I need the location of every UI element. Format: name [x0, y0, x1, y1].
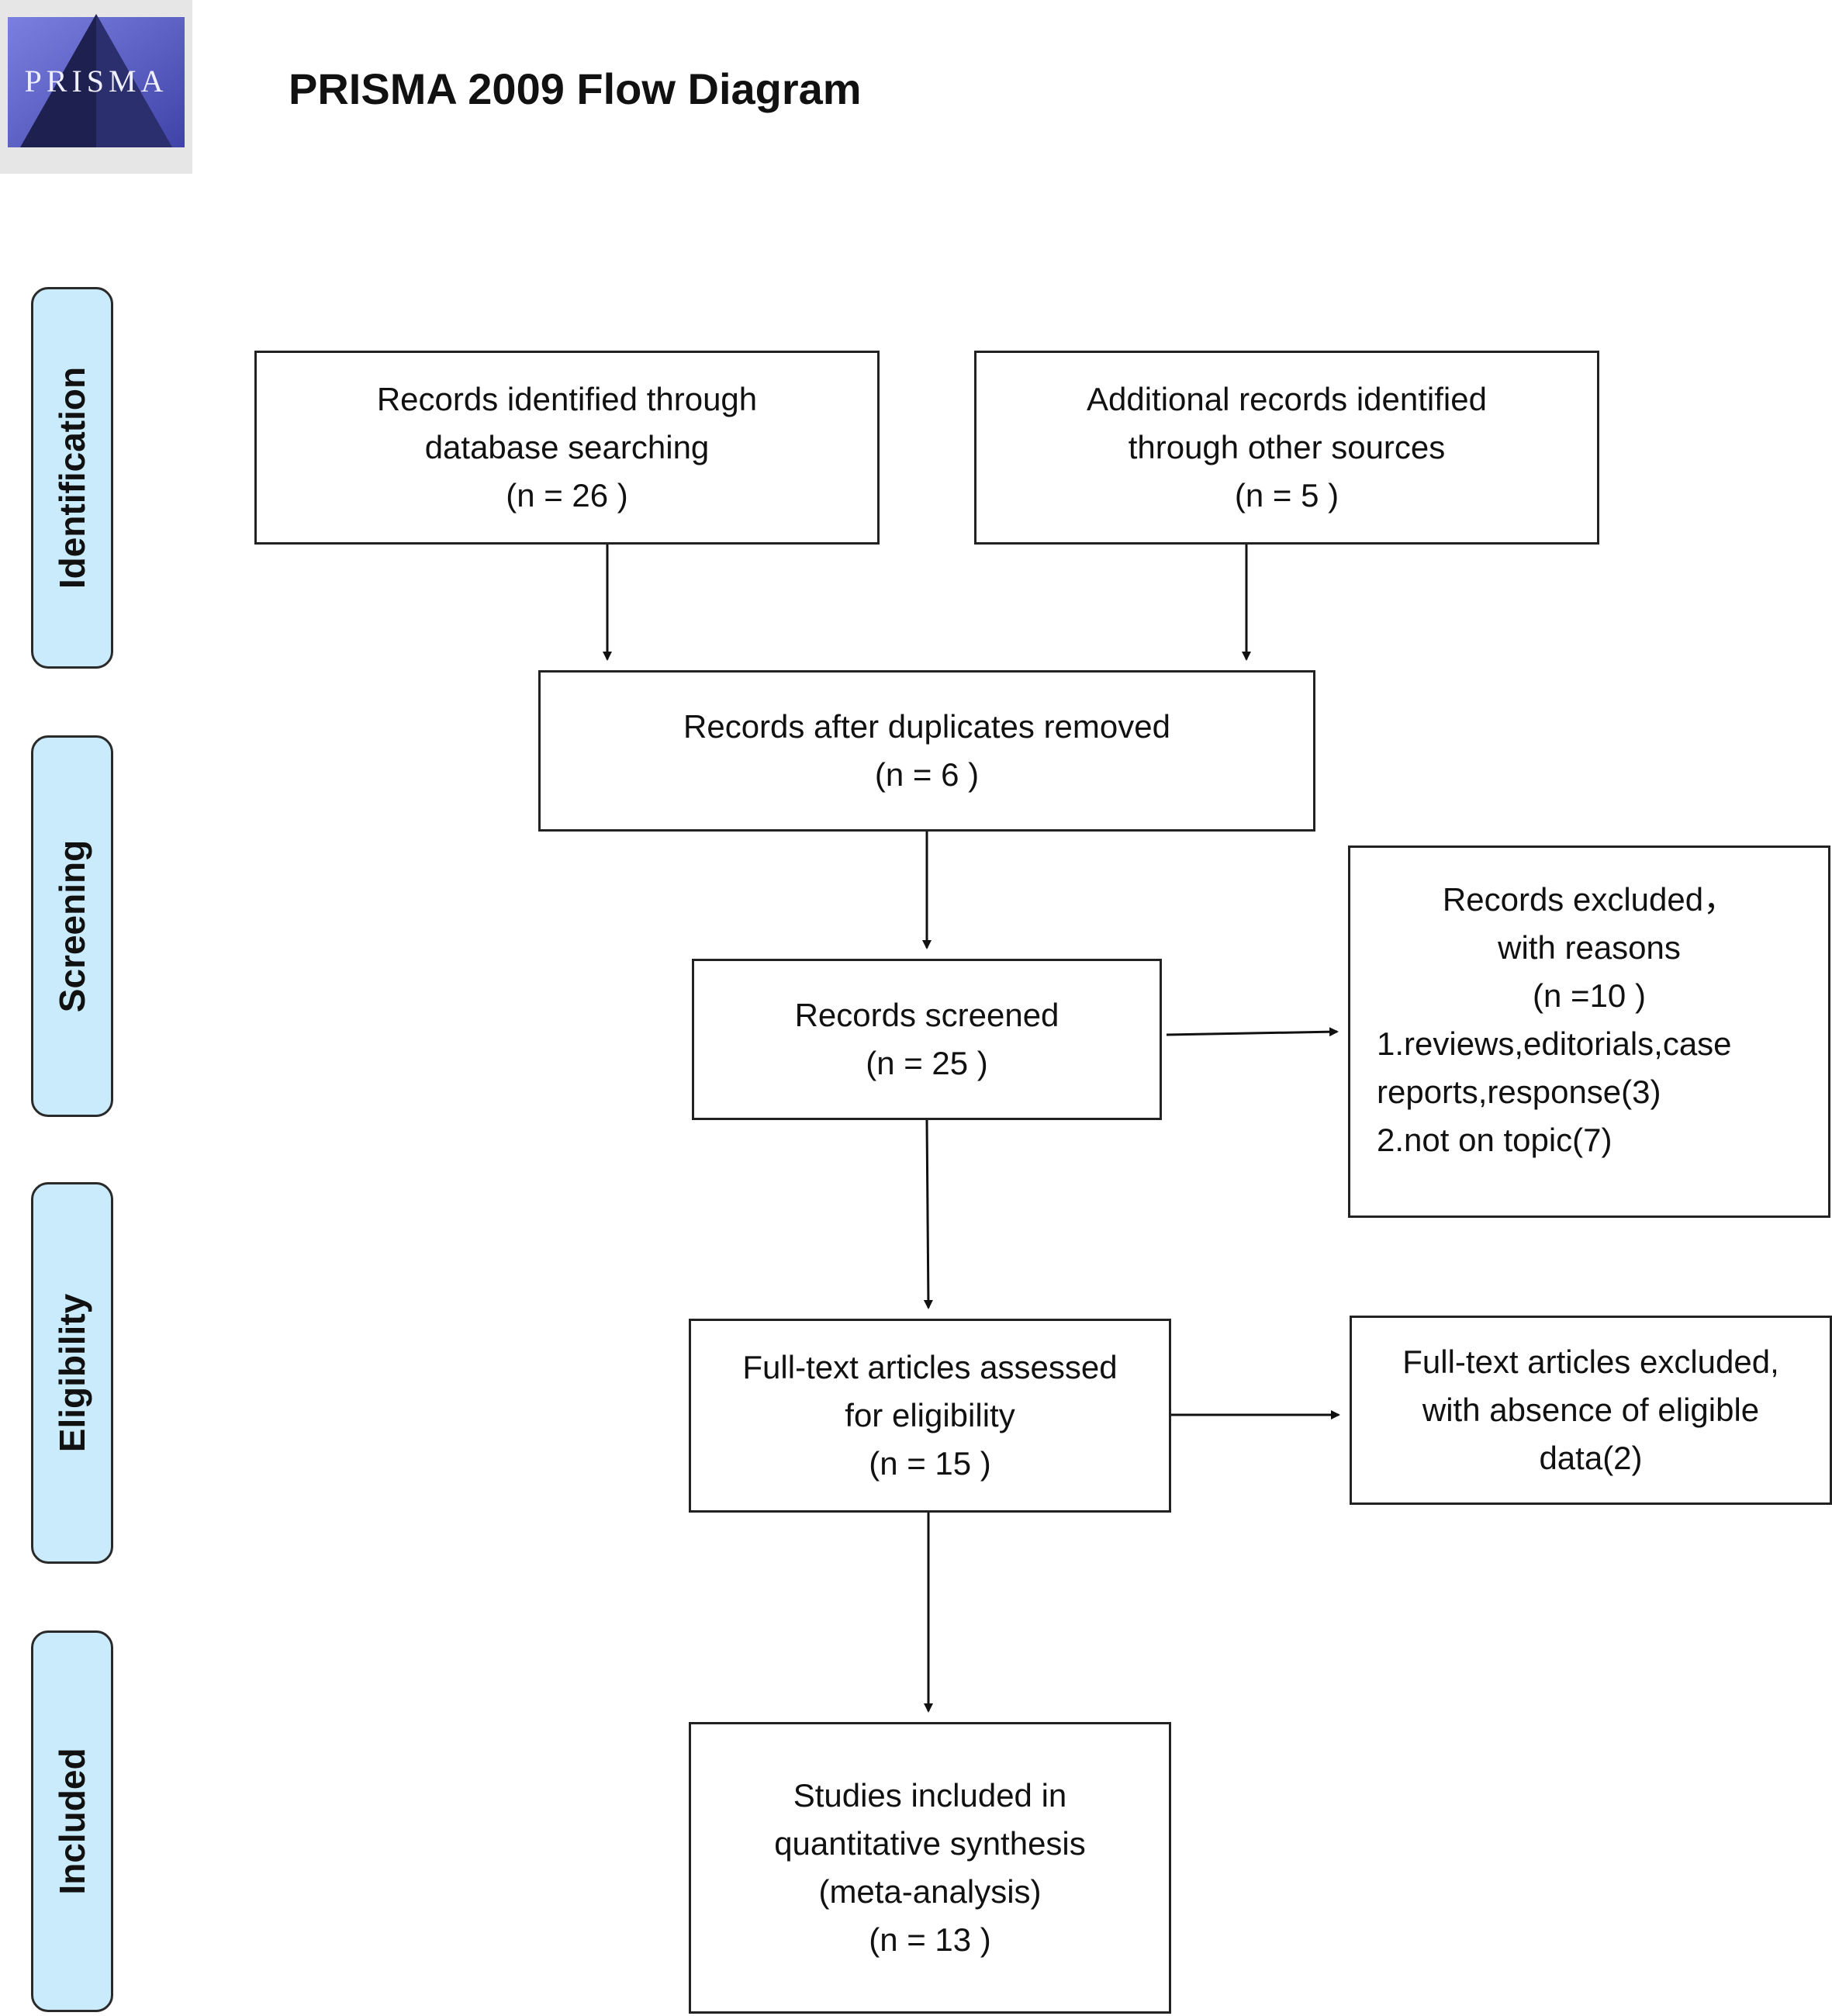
prisma-logo: PRISMA: [0, 0, 192, 174]
box-other-sources: Additional records identified through ot…: [974, 351, 1599, 545]
logo-text: PRISMA: [25, 64, 168, 99]
prisma-logo-graphic: PRISMA: [8, 14, 185, 147]
box-line: (n = 26 ): [506, 477, 628, 514]
box-records-screened: Records screened (n = 25 ): [692, 959, 1162, 1120]
arrow-screened-to-excluded: [1166, 1027, 1339, 1037]
stage-screening: Screening: [31, 735, 113, 1117]
box-studies-included: Studies included in quantitative synthes…: [689, 1722, 1171, 2014]
box-database-search: Records identified through database sear…: [254, 351, 880, 545]
page-title: PRISMA 2009 Flow Diagram: [289, 64, 862, 113]
box-line: (n = 15 ): [869, 1445, 991, 1482]
box-records-excluded: Records excluded， with reasons (n =10 ) …: [1348, 845, 1830, 1218]
box-line: (meta-analysis): [818, 1873, 1042, 1910]
box-line: (n = 25 ): [866, 1045, 988, 1081]
stage-included: Included: [31, 1630, 113, 2012]
box-line: with absence of eligible: [1422, 1392, 1760, 1428]
box-line: reports,response(3): [1377, 1074, 1661, 1110]
box-duplicates-removed: Records after duplicates removed (n = 6 …: [538, 670, 1315, 832]
box-line: (n = 6 ): [874, 756, 980, 793]
box-line: Records after duplicates removed: [683, 708, 1170, 745]
box-line: for eligibility: [845, 1397, 1015, 1433]
box-line: with reasons: [1498, 929, 1681, 966]
box-line: data(2): [1539, 1440, 1643, 1476]
box-line: Records excluded，: [1442, 881, 1737, 918]
box-fulltext-assessed: Full-text articles assessed for eligibil…: [689, 1319, 1171, 1513]
box-line: (n = 5 ): [1234, 477, 1339, 514]
arrow-screened-to-fulltext: [923, 1119, 933, 1309]
box-line: database searching: [424, 429, 710, 465]
box-line: Studies included in: [793, 1777, 1067, 1814]
box-line: (n =10 ): [1533, 977, 1646, 1014]
stage-eligibility: Eligibility: [31, 1182, 113, 1564]
box-line: 2.not on topic(7): [1377, 1122, 1613, 1158]
stage-identification: Identification: [31, 287, 113, 669]
box-line: 1.reviews,editorials,case: [1377, 1025, 1732, 1062]
box-line: quantitative synthesis: [774, 1825, 1086, 1862]
box-line: through other sources: [1128, 429, 1446, 465]
box-fulltext-excluded: Full-text articles excluded, with absenc…: [1350, 1316, 1832, 1505]
box-line: Additional records identified: [1087, 381, 1487, 417]
box-line: Full-text articles excluded,: [1402, 1343, 1779, 1380]
box-line: (n = 13 ): [869, 1921, 991, 1958]
box-line: Records screened: [794, 997, 1059, 1033]
box-line: Full-text articles assessed: [742, 1349, 1118, 1385]
box-line: Records identified through: [376, 381, 758, 417]
